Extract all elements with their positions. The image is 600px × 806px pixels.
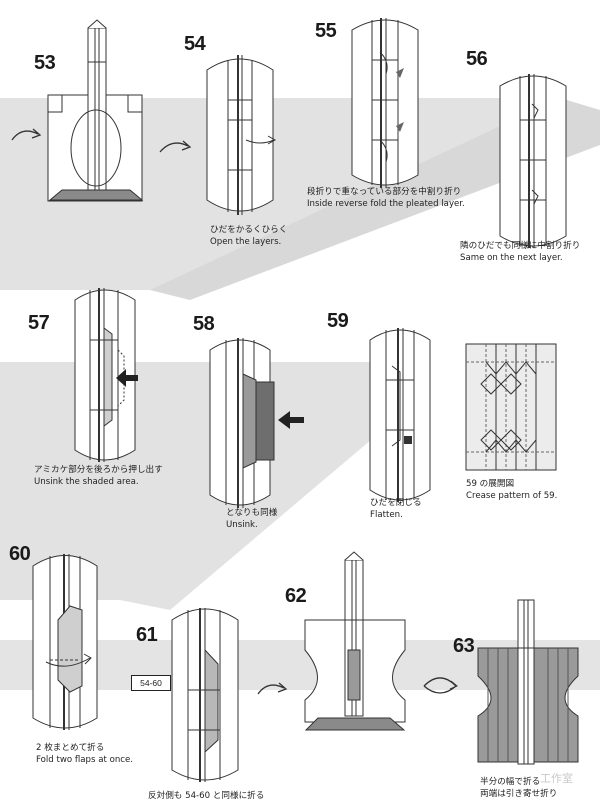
step-55-figure: [351, 18, 419, 188]
step-54-figure: [206, 55, 277, 215]
flip-icon: [423, 677, 458, 694]
caption-jp: となりも同様: [226, 508, 278, 518]
caption-en: Unsink the shaded area.: [34, 477, 139, 487]
step-number-54: 54: [184, 33, 206, 55]
caption-55: 段折りで重なっている部分を中割り折り Inside reverse fold t…: [307, 186, 465, 210]
caption-60: 2 枚まとめて折る Fold two flaps at once.: [36, 742, 133, 766]
caption-jp: 段折りで重なっている部分を中割り折り: [307, 187, 462, 197]
caption-en: Same on the next layer.: [460, 253, 563, 263]
watermark: 工作室: [540, 772, 573, 785]
step-reference-label: 54-60: [131, 675, 171, 691]
caption-en: Open the layers.: [210, 237, 282, 247]
crease-pattern: [465, 343, 557, 471]
caption-crease: 59 の展開図 Crease pattern of 59.: [466, 478, 557, 502]
caption-jp-2: 両端は引き寄せ折り: [480, 789, 558, 799]
step-number-57: 57: [28, 312, 50, 334]
caption-jp: ひだをかるくひらく: [210, 225, 288, 235]
caption-59: ひだを閉じる Flatten.: [370, 497, 422, 521]
caption-jp: 2 枚まとめて折る: [36, 743, 105, 753]
step-58-figure: [209, 338, 304, 508]
caption-jp: 半分の幅で折る: [480, 777, 541, 787]
caption-57: アミカケ部分を後ろから押し出す Unsink the shaded area.: [34, 464, 163, 488]
step-number-58: 58: [193, 313, 215, 335]
step-number-60: 60: [9, 543, 31, 565]
caption-en: Unsink.: [226, 520, 258, 530]
step-number-63: 63: [453, 635, 475, 657]
step-arrow: [257, 684, 285, 695]
flow-band: [150, 98, 600, 300]
step-57-figure: [74, 288, 138, 462]
caption-jp: 隣のひだでも同様に中割り折り: [460, 241, 581, 251]
caption-en: Crease pattern of 59.: [466, 491, 558, 501]
caption-61: 反対側も 54-60 と同様に折る: [148, 790, 264, 802]
caption-jp: 59 の展開図: [466, 479, 515, 489]
step-61-figure: [171, 608, 239, 782]
step-62-figure: [304, 551, 406, 731]
caption-en: Fold two flaps at once.: [36, 755, 134, 765]
caption-en: Inside reverse fold the pleated layer.: [307, 199, 465, 209]
step-number-61: 61: [136, 624, 158, 646]
caption-58: となりも同様 Unsink.: [226, 507, 277, 531]
caption-jp: ひだを閉じる: [370, 498, 422, 508]
caption-63: 半分の幅で折る 両端は引き寄せ折り: [480, 776, 557, 800]
caption-54: ひだをかるくひらく Open the layers.: [210, 224, 287, 248]
caption-en: Flatten.: [370, 510, 403, 520]
step-60-figure: [32, 554, 98, 730]
step-number-55: 55: [315, 20, 337, 42]
step-arrow: [159, 142, 189, 153]
caption-56: 隣のひだでも同様に中割り折り Same on the next layer.: [460, 240, 580, 264]
flow-band: [0, 98, 598, 290]
caption-jp: アミカケ部分を後ろから押し出す: [34, 465, 163, 475]
step-number-59: 59: [327, 310, 349, 332]
step-63-figure: [477, 599, 579, 765]
step-number-53: 53: [34, 52, 56, 74]
step-number-56: 56: [466, 48, 488, 70]
caption-jp: 反対側も 54-60 と同様に折る: [148, 791, 265, 801]
step-53-figure: [11, 19, 144, 202]
step-59-figure: [369, 328, 431, 502]
step-number-62: 62: [285, 585, 307, 607]
step-56-figure: [499, 74, 567, 248]
